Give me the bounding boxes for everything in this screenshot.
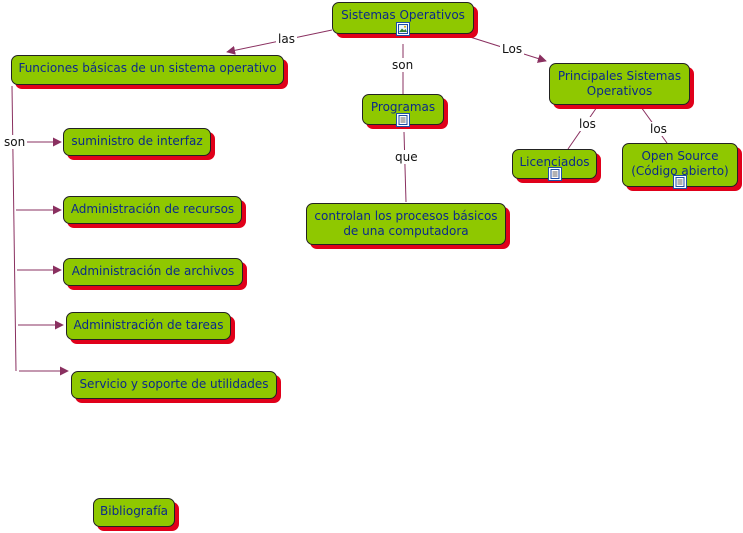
node-label: Programas (370, 100, 436, 114)
node-label: suministro de interfaz (71, 134, 203, 148)
link-label-las: las (276, 32, 297, 46)
link-label-son-programas: son (390, 58, 416, 72)
image-resource-icon[interactable] (396, 22, 410, 36)
node-label: Bibliografía (100, 504, 169, 518)
concept-servicio-soporte[interactable]: Servicio y soporte de utilidades (71, 371, 277, 399)
node-label: Administración de archivos (71, 264, 235, 278)
concept-controlan-procesos[interactable]: controlan los procesos básicos de una co… (306, 203, 506, 245)
concept-sistemas-operativos[interactable]: Sistemas Operativos (332, 2, 474, 36)
link-label-los-principales: Los (500, 42, 525, 56)
concept-programas[interactable]: Programas (362, 94, 444, 127)
document-resource-icon[interactable] (673, 175, 687, 189)
link-label-los-licenciados: los (577, 117, 598, 131)
concept-funciones-basicas[interactable]: Funciones básicas de un sistema operativ… (11, 55, 284, 85)
concept-open-source[interactable]: Open Source (Código abierto) (622, 143, 738, 189)
link-label-que: que (393, 150, 420, 164)
node-label: Sistemas Operativos (341, 8, 465, 22)
document-resource-icon[interactable] (396, 113, 410, 127)
node-label: Licenciados (519, 155, 590, 169)
node-label: Servicio y soporte de utilidades (79, 377, 269, 391)
node-label: Open Source (Código abierto) (631, 149, 729, 178)
concept-administracion-tareas[interactable]: Administración de tareas (66, 312, 231, 340)
concept-bibliografia[interactable]: Bibliografía (93, 498, 175, 527)
link-label-los-opensource: los (648, 122, 669, 136)
concept-licenciados[interactable]: Licenciados (512, 149, 597, 181)
document-resource-icon[interactable] (547, 167, 562, 181)
link-label-son-funciones: son (2, 135, 28, 149)
concept-suministro-interfaz[interactable]: suministro de interfaz (63, 128, 211, 156)
node-label: Administración de recursos (70, 202, 235, 216)
node-label: Administración de tareas (73, 318, 224, 332)
concept-administracion-recursos[interactable]: Administración de recursos (63, 196, 242, 224)
node-label: controlan los procesos básicos de una co… (314, 209, 498, 238)
node-label: Principales Sistemas Operativos (557, 69, 682, 98)
concept-principales-sistemas[interactable]: Principales Sistemas Operativos (549, 63, 690, 105)
concept-administracion-archivos[interactable]: Administración de archivos (63, 258, 243, 286)
node-label: Funciones básicas de un sistema operativ… (18, 61, 277, 75)
